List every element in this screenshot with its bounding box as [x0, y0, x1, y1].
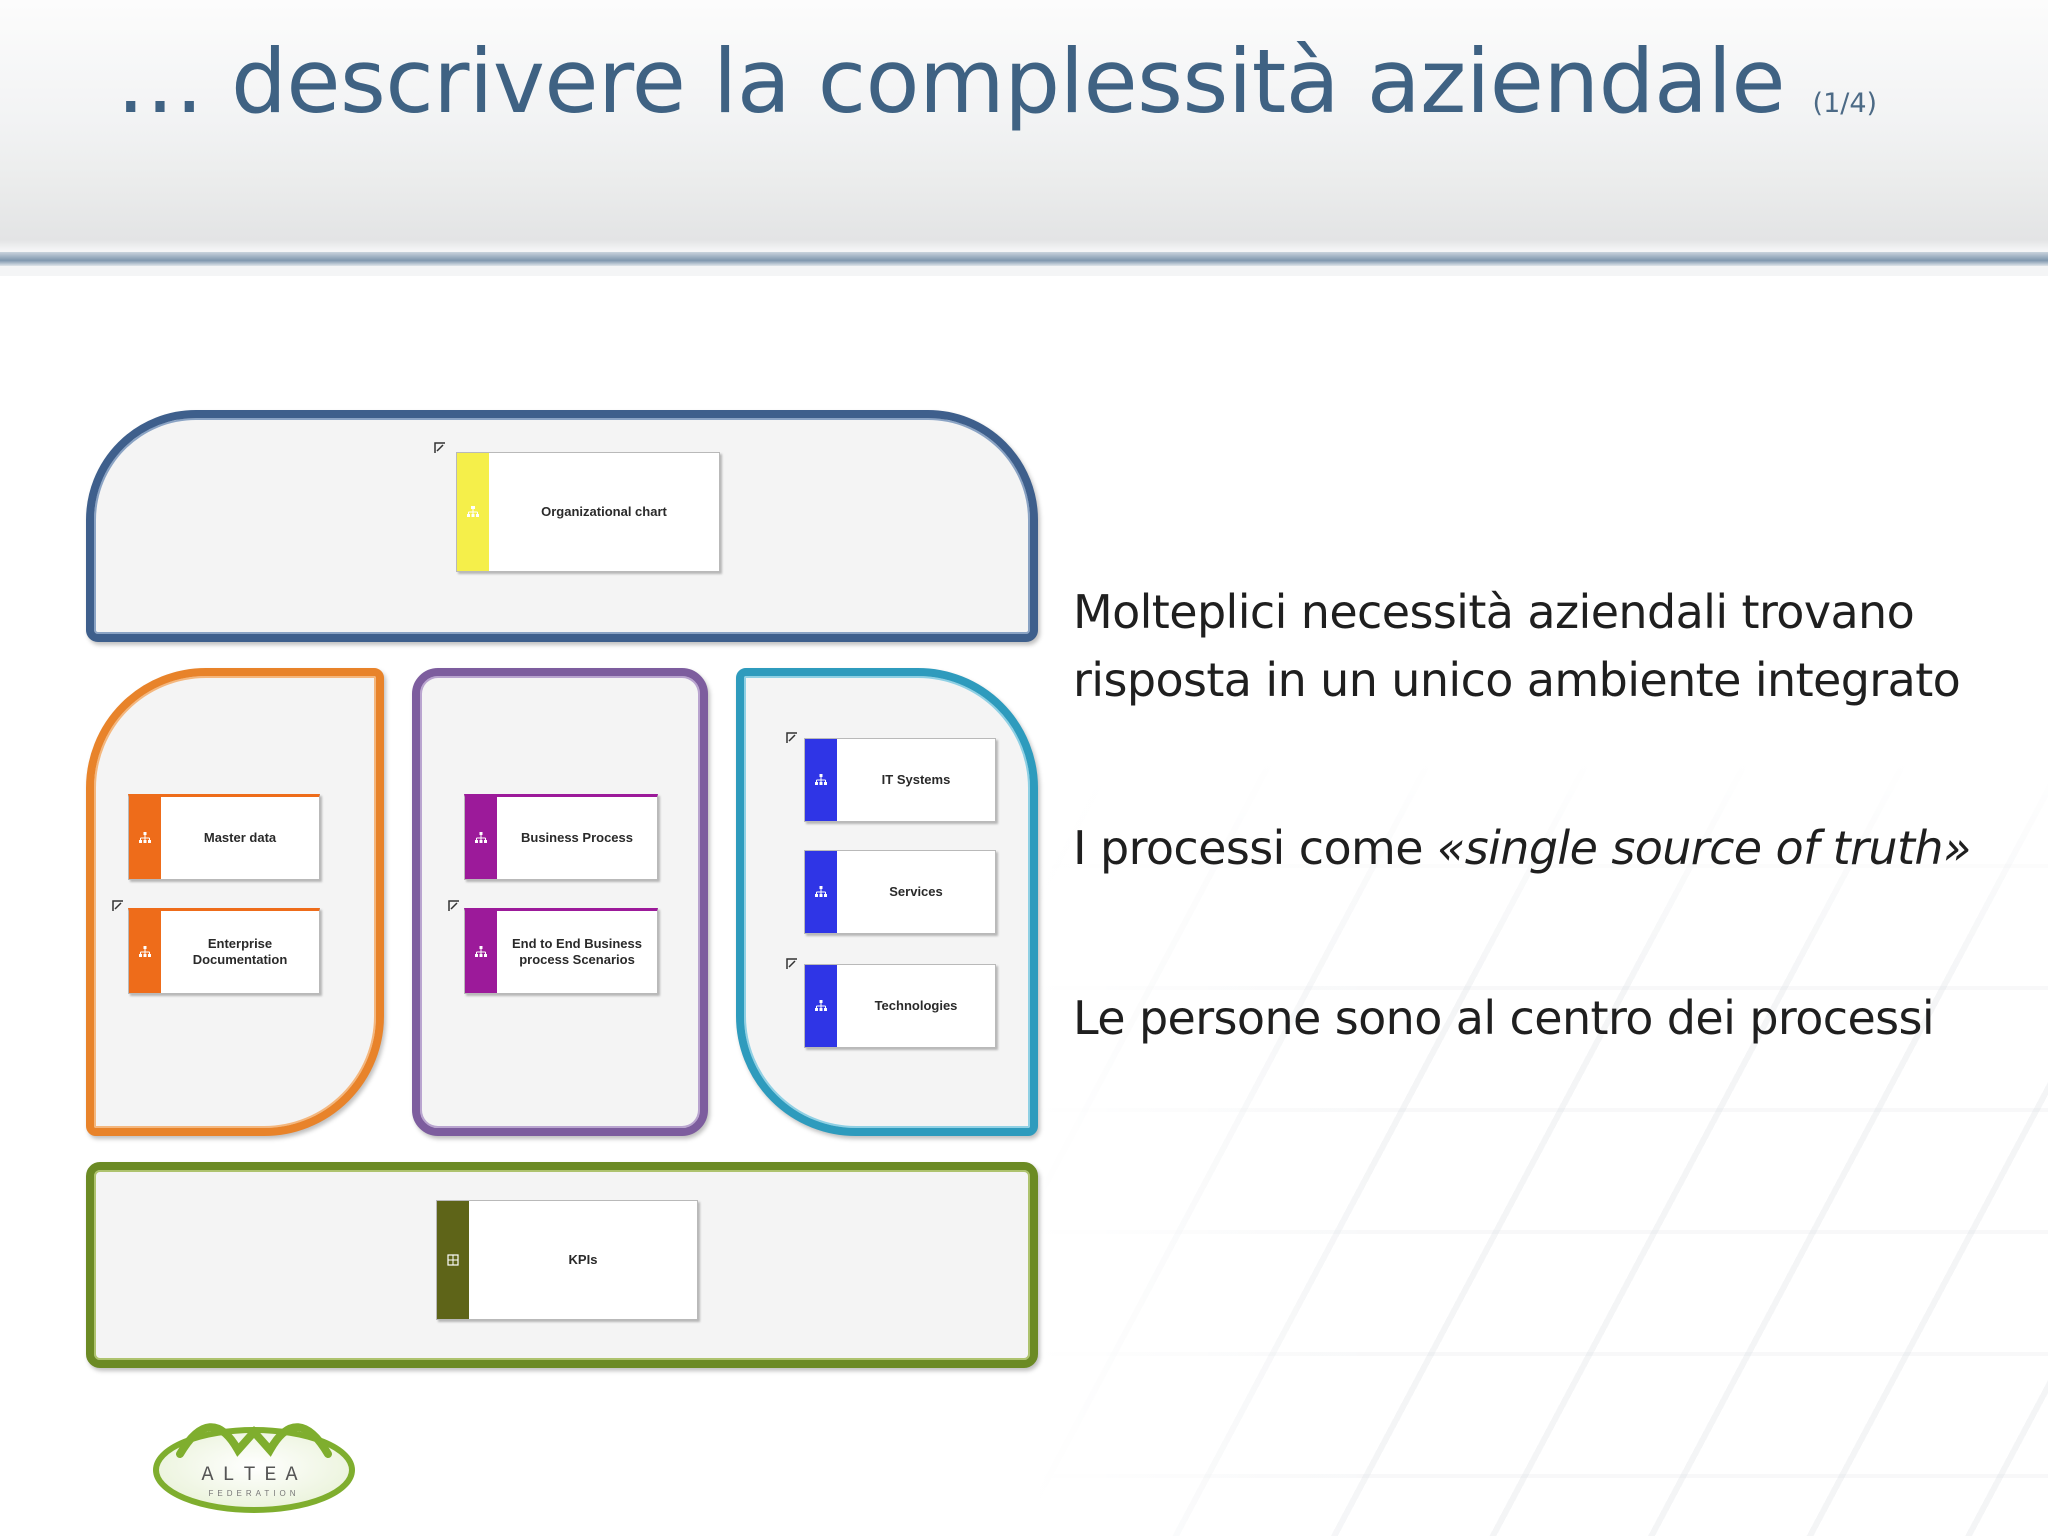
zone-it-systems: IT Systems Services Technologies	[736, 668, 1038, 1136]
svg-text:ALTEA: ALTEA	[201, 1464, 306, 1487]
node-tab	[457, 453, 489, 571]
org-chart-icon	[467, 506, 479, 517]
node-tab	[129, 911, 161, 993]
hierarchy-icon	[139, 946, 151, 957]
node-label: Master data	[203, 830, 277, 845]
hierarchy-icon	[139, 832, 151, 843]
header-stripe	[0, 252, 2048, 266]
node-label: End to End Business process Scenarios	[511, 936, 642, 967]
bullet-people-at-center: Le persone sono al centro dei processi	[1073, 991, 1935, 1045]
hierarchy-icon	[475, 946, 487, 957]
zone-organization: Organizational chart	[86, 410, 1038, 642]
bullet-line: risposta in un unico ambiente integrato	[1073, 653, 1961, 707]
node-label: IT Systems	[881, 772, 951, 787]
node-business-process[interactable]: Business Process	[464, 794, 658, 880]
kpi-icon	[447, 1254, 459, 1266]
node-technologies[interactable]: Technologies	[804, 964, 996, 1048]
hierarchy-icon	[475, 832, 487, 843]
zone-business-process: Business Process End to End Business pro…	[412, 668, 708, 1136]
node-label: Business Process	[520, 830, 633, 845]
altea-logo-icon: ALTEA FEDERATION	[153, 1423, 355, 1513]
altea-federation-logo: ALTEA FEDERATION	[150, 1410, 360, 1515]
bullet-text: I processi come	[1073, 821, 1437, 875]
node-label: Organizational chart	[541, 504, 667, 519]
node-tab	[805, 851, 837, 933]
node-organizational-chart[interactable]: Organizational chart	[456, 452, 720, 572]
link-marker-icon	[786, 958, 797, 969]
node-tab	[465, 797, 497, 879]
bullet-single-source-of-truth: I processi come «single source of truth»	[1073, 814, 1971, 882]
node-services[interactable]: Services	[804, 850, 996, 934]
enterprise-architecture-diagram: Organizational chart Master data Enterpr…	[80, 404, 1050, 1368]
node-label: Technologies	[874, 998, 958, 1013]
node-tab	[805, 739, 837, 821]
link-marker-icon	[112, 900, 123, 911]
page-title: … descrivere la complessità aziendale (1…	[116, 30, 1877, 133]
node-it-systems[interactable]: IT Systems	[804, 738, 996, 822]
zone-master-data: Master data Enterprise Documentation	[86, 668, 384, 1136]
node-kpis[interactable]: KPIs	[436, 1200, 698, 1320]
bullet-line: Molteplici necessità aziendali trovano	[1073, 585, 1915, 639]
link-marker-icon	[448, 900, 459, 911]
svg-text:FEDERATION: FEDERATION	[209, 1489, 300, 1498]
header-band: … descrivere la complessità aziendale (1…	[0, 0, 2048, 276]
node-master-data[interactable]: Master data	[128, 794, 320, 880]
hierarchy-icon	[815, 1000, 827, 1011]
link-marker-icon	[434, 442, 445, 453]
node-tab	[129, 797, 161, 879]
hierarchy-icon	[815, 774, 827, 785]
link-marker-icon	[786, 732, 797, 743]
node-tab	[805, 965, 837, 1047]
zone-kpi: KPIs	[86, 1162, 1038, 1368]
node-label: Enterprise Documentation	[192, 936, 288, 967]
bullet-integrated-environment: Molteplici necessità aziendali trovano r…	[1073, 578, 1961, 714]
node-enterprise-documentation[interactable]: Enterprise Documentation	[128, 908, 320, 994]
node-end-to-end-scenarios[interactable]: End to End Business process Scenarios	[464, 908, 658, 994]
node-label: Services	[889, 884, 943, 899]
node-label: KPIs	[568, 1252, 598, 1267]
slide-pager: (1/4)	[1812, 88, 1878, 119]
node-tab	[465, 911, 497, 993]
title-text: … descrivere la complessità aziendale	[116, 30, 1786, 133]
hierarchy-icon	[815, 886, 827, 897]
node-tab	[437, 1201, 469, 1319]
bullet-emphasis: «single source of truth»	[1436, 821, 1971, 875]
